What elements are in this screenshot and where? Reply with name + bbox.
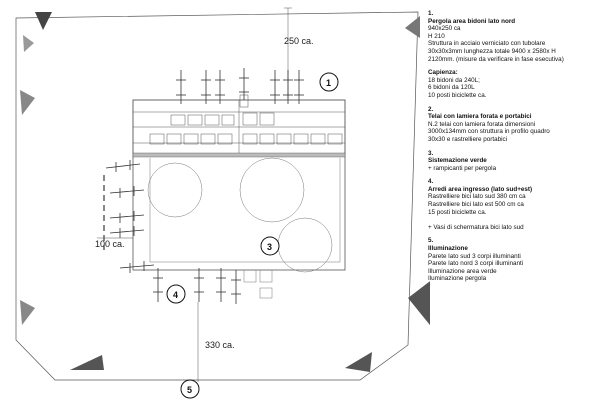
legend-section: 3.Sistemazione verde+ rampicanti per per… (428, 150, 598, 173)
legend-line: 10 posti biciclette ca. (428, 91, 487, 99)
legend-line: + rampicanti per pergola (428, 164, 497, 172)
marker-3: 3 (260, 236, 280, 256)
legend-section-title: Pergola area bidoni lato nord (428, 17, 516, 25)
dimension-bottom-gap: 330 ca. (205, 340, 235, 350)
legend-line: Parete lato nord 3 corpi illuminanti (428, 260, 524, 268)
legend-line: Parete lato sud 3 corpi illuminanti (428, 252, 521, 260)
legend-section-number: 2. (428, 105, 434, 113)
marker-1: 1 (319, 72, 339, 92)
legend-line: Struttura in acciaio verniciato con tubo… (428, 40, 546, 48)
legend-line: 15 posti biciclette ca. (428, 208, 487, 216)
legend-section-title: Capienza: (428, 69, 458, 77)
marker-4: 4 (166, 284, 186, 304)
svg-text:1: 1 (326, 78, 331, 88)
dimension-pergola-width: 250 ca. (284, 36, 314, 46)
legend-line: 3000x134mm con struttura in profilo quad… (428, 128, 550, 136)
dimension-left-gap: 100 ca. (95, 239, 125, 249)
site-boundary (15, 11, 419, 381)
legend-section: 4.Arredi area ingresso (lato sud+est)Ras… (428, 178, 598, 231)
legend-section-title: Sistemazione verde (428, 157, 487, 165)
bike-racks-east (105, 160, 155, 273)
bike-racks-north (176, 68, 304, 104)
boundary-arrows (20, 12, 430, 372)
legend-section-number: 4. (428, 178, 434, 186)
svg-text:4: 4 (173, 290, 178, 300)
legend-line: Rastrelliere bici lato sud 380 cm ca (428, 193, 526, 201)
legend-line: 18 bidoni da 240L; (428, 76, 480, 84)
marker-5: 5 (180, 379, 200, 399)
legend-section-number: 3. (428, 149, 434, 157)
legend-line: Iluminazione pergola (428, 275, 487, 283)
legend-section-title: Illuminazione (428, 245, 468, 253)
screening-planters (243, 269, 273, 299)
legend-line (428, 216, 598, 224)
legend-section-title: Arredi area ingresso (lato sud+est) (428, 185, 533, 193)
legend-line: 940x250 ca (428, 25, 461, 33)
pergola-bins-area (132, 99, 346, 156)
legend-line: Illuminazione area verde (428, 267, 497, 275)
green-area (147, 157, 341, 273)
legend-line: N.2 telai con lamiera forata dimensioni (428, 120, 536, 128)
legend-section: Capienza:18 bidoni da 240L;6 bidoni da 1… (428, 69, 598, 99)
legend-line: H 210 (428, 32, 445, 40)
legend-section-number: 5. (428, 237, 434, 245)
legend-line: Rastrelliere bici lato est 500 cm ca (428, 201, 524, 209)
svg-text:3: 3 (267, 242, 272, 252)
bike-racks-south (153, 268, 241, 304)
legend-line: 30x30x3mm lunghezza totale 9400 x 2580x … (428, 47, 556, 55)
site-plan-drawing: 250 ca. (15, 7, 430, 399)
legend-line: 30x30 e rastrelliere portabici (428, 135, 508, 143)
legend-line: 2120mm. (misure da verificare in fase es… (428, 55, 564, 63)
legend-line: + Vasi di schermatura bici lato sud (428, 223, 524, 231)
legend-section-title: Telai con lamiera forata e portabici (428, 113, 532, 121)
svg-text:5: 5 (187, 385, 192, 395)
legend-section-number: 1. (428, 10, 434, 17)
legend-line: 6 bidoni da 120L (428, 84, 475, 92)
